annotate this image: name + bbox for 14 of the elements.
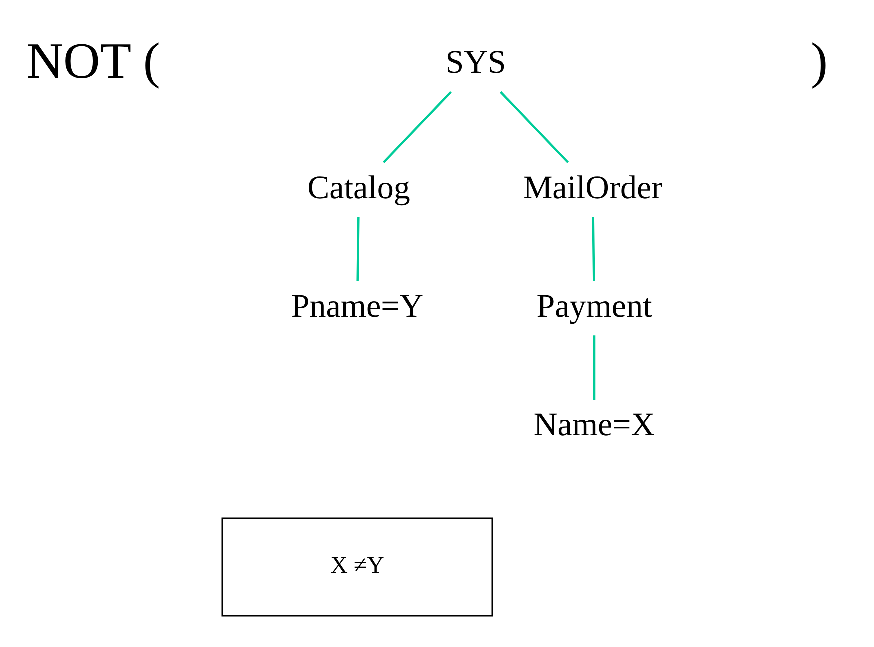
connector bbox=[593, 336, 596, 400]
label: NOT ( bbox=[26, 34, 160, 90]
connector bbox=[500, 91, 570, 164]
node-text: SYS bbox=[446, 45, 506, 82]
connector bbox=[356, 217, 360, 282]
connector bbox=[592, 217, 596, 282]
label: ) bbox=[811, 34, 828, 90]
node-text: Name=X bbox=[534, 407, 656, 444]
connector bbox=[382, 91, 452, 164]
node-text: MailOrder bbox=[523, 170, 663, 206]
node-text: Catalog bbox=[308, 170, 410, 206]
node-box: X ≠Y bbox=[222, 518, 494, 617]
node-text: Payment bbox=[536, 288, 652, 325]
node-text: Pname=Y bbox=[291, 288, 424, 325]
